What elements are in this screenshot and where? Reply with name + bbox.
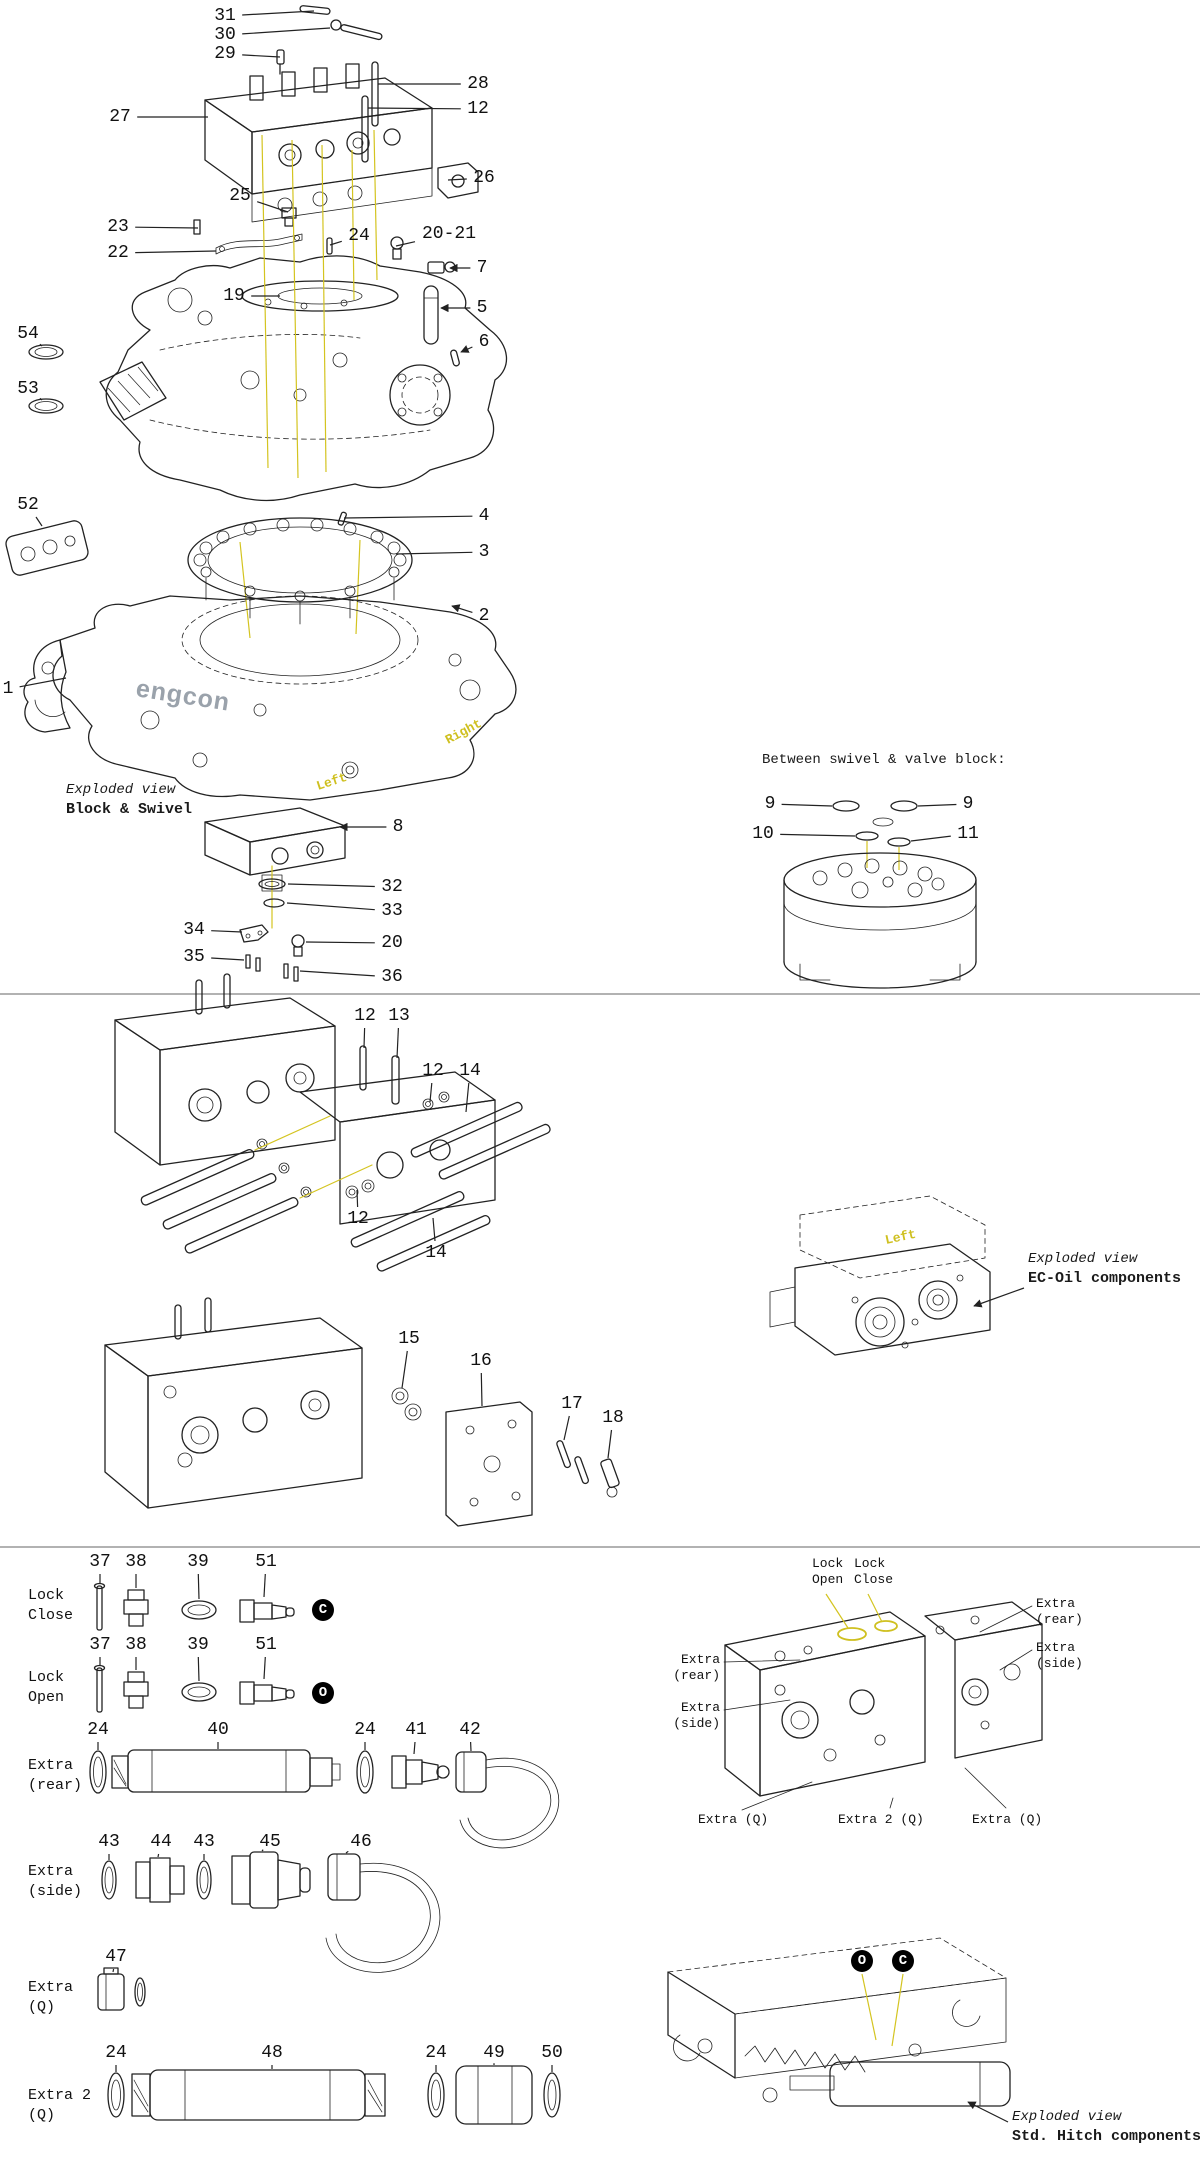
between-swivel-valve-title: Between swivel & valve block: [762,752,1006,768]
std-hitch-pointer-arrow [967,2101,1009,2123]
exploded-view-ec-oil: Exploded view EC-Oil components [1028,1250,1181,1289]
diagram-label-line: Extra [1036,1596,1076,1611]
exploded-view-label: Exploded view [1012,2109,1122,2125]
cylinder-5-pin-6 [423,285,460,367]
std-hitch-drawing [667,1937,1011,2123]
row-label-extra-side: Extra (side) [28,1862,82,1901]
row-label-line: Open [28,1688,65,1706]
row-label-line: Close [28,1606,74,1624]
diagram-label-line: Extra [680,1700,720,1715]
diagram-label-line: Extra (Q) [972,1812,1043,1827]
row-label-line: Extra [28,1757,74,1774]
diagram-label-extra2-q: Extra 2 (Q) [838,1812,924,1828]
std-hitch-title: Std. Hitch components [1012,2127,1200,2145]
row-label-extra-rear: Extra (rear) [28,1756,82,1795]
row-label-line: (Q) [28,1998,56,2016]
parts-stack-32-36 [239,865,305,982]
diagram-label-line: Extra 2 (Q) [838,1812,924,1827]
hitch-badge-open-icon: O [851,1950,873,1972]
exploded-view-std-hitch: Exploded view Std. Hitch components [1012,2108,1200,2147]
row-label-extra-q: Extra (Q) [28,1978,73,2017]
diagram-label-line: (rear) [1036,1612,1083,1628]
badge-close-icon: C [312,1599,334,1621]
exploded-view-label: Exploded view [1028,1251,1138,1267]
row-label-line: (Q) [28,2106,56,2124]
diagram-label-extra-side-left: Extra (side) [656,1700,720,1733]
row-label-line: (side) [28,1882,83,1900]
extra2-q-row-parts [107,2065,561,2125]
diagram-label-line: Close [854,1572,894,1588]
main-body-1: engcon Right Left [23,595,517,801]
lower-valve-assembly [104,1297,620,1527]
row-label-line: Lock [28,1669,65,1686]
row-label-lock-close: Lock Close [28,1586,73,1625]
diagram-label-line: Lock [854,1556,886,1571]
row-label-lock-open: Lock Open [28,1668,64,1707]
hitch-valve-block-drawing [723,1593,1043,1811]
valve-block-27 [204,63,479,223]
row-label-line: Extra 2 [28,2087,92,2104]
ec-oil-left-marker-text: Left [884,1227,918,1248]
diagram-label-line: (side) [673,1716,720,1732]
exploded-view-block-swivel: Exploded view Block & Swivel [66,781,192,820]
studs-28-12 [361,61,379,163]
swivel-seal-subdiagram [783,800,977,989]
callout-leader-lines [19,10,957,2072]
diagram-label-lock-open: Lock Open [812,1556,843,1589]
row-label-line: Extra [28,1979,74,1996]
orings-53-54-plate-52 [5,344,89,576]
extra-side-row-parts [101,1851,441,1973]
diagram-label-line: (rear) [673,1668,720,1684]
swivel-ring-3 [187,511,413,625]
diagram-label-extra-rear-right: Extra (rear) [1036,1596,1083,1629]
diagram-label-line: Open [812,1572,844,1588]
ec-oil-drawing: Left [769,1195,1025,1356]
diagram-label-extra-side-right: Extra (side) [1036,1640,1083,1673]
extra-rear-row-parts [89,1749,560,1849]
extra-q-row-parts [97,1967,146,2011]
row-label-line: (rear) [28,1776,83,1794]
component-rows-drawing [89,1582,1043,2125]
upper-valve-assembly [114,973,551,1272]
diagram-label-extra-rear-left: Extra (rear) [656,1652,720,1685]
diagram-label-line: (side) [1036,1656,1083,1672]
row-label-line: Lock [28,1587,65,1604]
row-label-line: Extra [28,1863,74,1880]
small-parts-top [193,207,456,274]
diagram-label-extra-q-1: Extra (Q) [698,1812,768,1828]
badge-open-icon: O [312,1682,334,1704]
block-swivel-title: Block & Swivel [66,800,193,818]
row-label-extra2-q: Extra 2 (Q) [28,2086,91,2125]
ec-oil-title: EC-Oil components [1028,1269,1182,1287]
diagram-label-line: Extra (Q) [698,1812,769,1827]
ec-oil-pointer-arrow [973,1287,1025,1308]
alignment-lines-top [239,129,378,639]
diagram-label-line: Extra [1036,1640,1076,1655]
main-casting [99,255,508,502]
valve-block-assemblies-drawing: Left [104,973,1025,1527]
exploded-view-label: Exploded view [66,782,176,798]
lock-row-parts [93,1582,295,1631]
diagram-label-lock-close: Lock Close [854,1556,893,1589]
diagram-label-line: Extra [680,1652,720,1667]
hitch-badge-close-icon: C [892,1950,914,1972]
diagram-label-line: Lock [812,1556,844,1571]
block-swivel-drawing: engcon Right Left [5,5,977,989]
diagram-label-extra-q-2: Extra (Q) [972,1812,1042,1828]
